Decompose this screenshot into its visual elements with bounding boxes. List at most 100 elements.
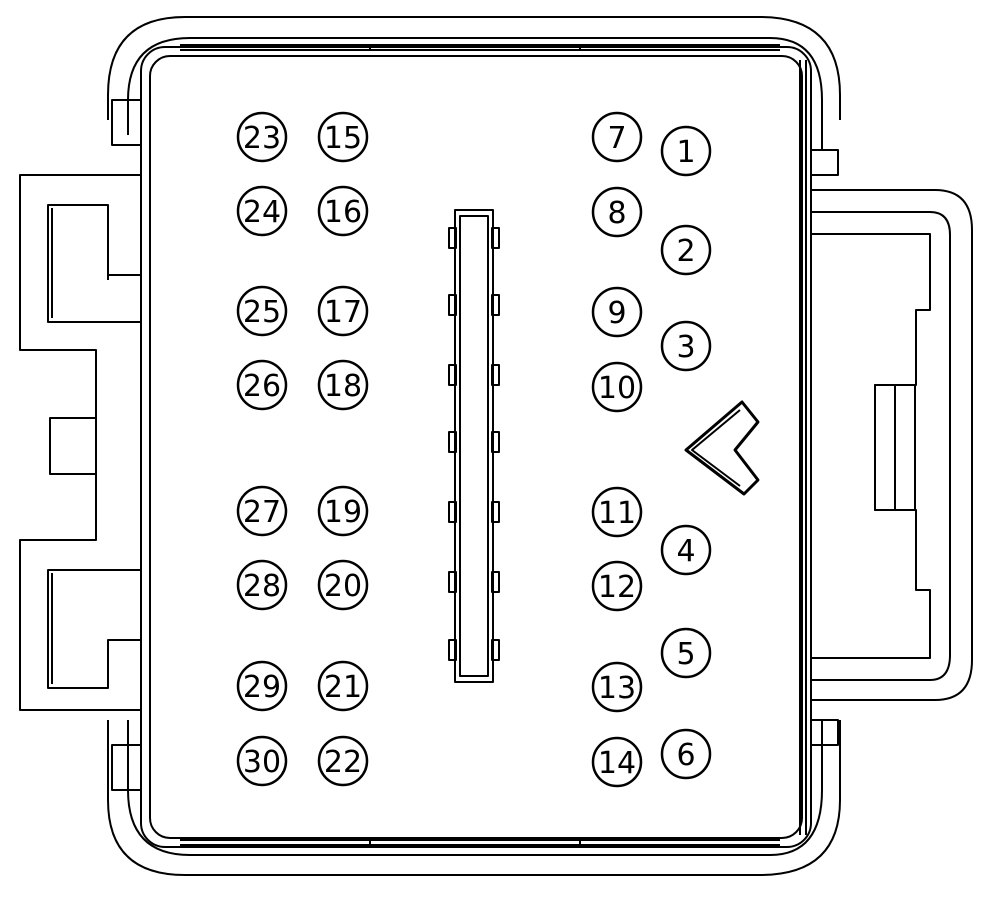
- left-lower-rib: [111, 744, 141, 791]
- pin-label: 26: [243, 369, 281, 404]
- left-center-tab: [49, 417, 97, 475]
- pin-label: 6: [676, 738, 695, 773]
- pin-29: 29: [236, 660, 288, 712]
- pin-label: 23: [243, 121, 281, 156]
- pin-17: 17: [317, 285, 369, 337]
- pin-20: 20: [317, 559, 369, 611]
- rail-tooth: [448, 364, 457, 386]
- pin-circle: [660, 524, 712, 576]
- pin-circle: [317, 185, 369, 237]
- pin-label: 19: [324, 495, 362, 530]
- pin-circle: [660, 125, 712, 177]
- pin-circle: [660, 224, 712, 276]
- pin-10: 10: [591, 361, 643, 413]
- pin-label: 18: [324, 369, 362, 404]
- pin-22: 22: [317, 735, 369, 787]
- rail-tooth: [491, 501, 500, 523]
- center-key-rail-inner: [459, 215, 489, 677]
- pin-27: 27: [236, 485, 288, 537]
- housing-second-outline-bottom: [127, 720, 823, 856]
- rail-tooth: [448, 639, 457, 661]
- pin-1: 1: [660, 125, 712, 177]
- rail-tooth: [491, 431, 500, 453]
- rail-tooth: [448, 431, 457, 453]
- rail-tooth: [491, 639, 500, 661]
- pin-label: 17: [324, 295, 362, 330]
- pin-2: 2: [660, 224, 712, 276]
- pin-circle: [591, 361, 643, 413]
- right-latch-arm-inner: [811, 211, 951, 681]
- pin-label: 5: [676, 637, 695, 672]
- pin-circle: [591, 486, 643, 538]
- rail-tooth: [491, 294, 500, 316]
- pin-18: 18: [317, 359, 369, 411]
- pin-circle: [317, 559, 369, 611]
- pin-circle: [591, 736, 643, 788]
- rail-tooth: [448, 294, 457, 316]
- pin-circle: [317, 285, 369, 337]
- connector-face-outer: [140, 46, 812, 848]
- pin-label: 25: [243, 295, 281, 330]
- pin-circle: [236, 485, 288, 537]
- pin-label: 16: [324, 195, 362, 230]
- right-upper-rib: [811, 149, 839, 176]
- pin-circle: [317, 735, 369, 787]
- pin-label: 9: [607, 296, 626, 331]
- center-key-rail-teeth: [448, 227, 500, 661]
- pin-12: 12: [591, 560, 643, 612]
- pin-label: 4: [676, 534, 695, 569]
- left-upper-latch-window-inner: [51, 208, 109, 318]
- rail-tooth: [448, 227, 457, 249]
- pin-circle: [236, 111, 288, 163]
- pin-label: 24: [243, 195, 281, 230]
- pin-circle: [591, 111, 643, 163]
- rail-tooth: [491, 364, 500, 386]
- pin-circle: [660, 627, 712, 679]
- pin-4: 4: [660, 524, 712, 576]
- pin-circle: [236, 660, 288, 712]
- pin-label: 21: [324, 670, 362, 705]
- rail-tooth: [491, 227, 500, 249]
- pin-label: 3: [676, 330, 695, 365]
- pin-5: 5: [660, 627, 712, 679]
- pin-label: 1: [676, 135, 695, 170]
- pin-label: 27: [243, 495, 281, 530]
- pin-circle: [317, 485, 369, 537]
- pin-label: 7: [607, 121, 626, 156]
- pin-24: 24: [236, 185, 288, 237]
- pin-label: 29: [243, 670, 281, 705]
- pin-14: 14: [591, 736, 643, 788]
- pin-label: 12: [598, 570, 636, 605]
- pin-circle: [591, 186, 643, 238]
- housing-second-outline: [127, 37, 823, 150]
- pin-label: 15: [324, 121, 362, 156]
- pin-28: 28: [236, 559, 288, 611]
- pin-6: 6: [660, 728, 712, 780]
- right-lower-rib: [811, 719, 839, 746]
- pin-3: 3: [660, 320, 712, 372]
- pin-8: 8: [591, 186, 643, 238]
- pin-30: 30: [236, 735, 288, 787]
- pin-circle: [660, 320, 712, 372]
- pin-label: 10: [598, 371, 636, 406]
- pin-circle: [236, 185, 288, 237]
- pin-23: 23: [236, 111, 288, 163]
- right-latch-arm-track: [811, 233, 931, 659]
- connector-face-inner: [149, 55, 803, 839]
- pin-label: 30: [243, 745, 281, 780]
- pin-7: 7: [591, 111, 643, 163]
- pin-label: 8: [607, 196, 626, 231]
- pin-13: 13: [591, 661, 643, 713]
- pin-25: 25: [236, 285, 288, 337]
- pin-label: 28: [243, 569, 281, 604]
- pin-19: 19: [317, 485, 369, 537]
- pin-15: 15: [317, 111, 369, 163]
- pin-label: 2: [676, 234, 695, 269]
- left-latch-frame: [19, 174, 141, 711]
- pin-label: 13: [598, 671, 636, 706]
- pin-26: 26: [236, 359, 288, 411]
- pin-circle: [236, 359, 288, 411]
- pin-circle: [591, 661, 643, 713]
- left-lower-latch-window: [47, 569, 141, 689]
